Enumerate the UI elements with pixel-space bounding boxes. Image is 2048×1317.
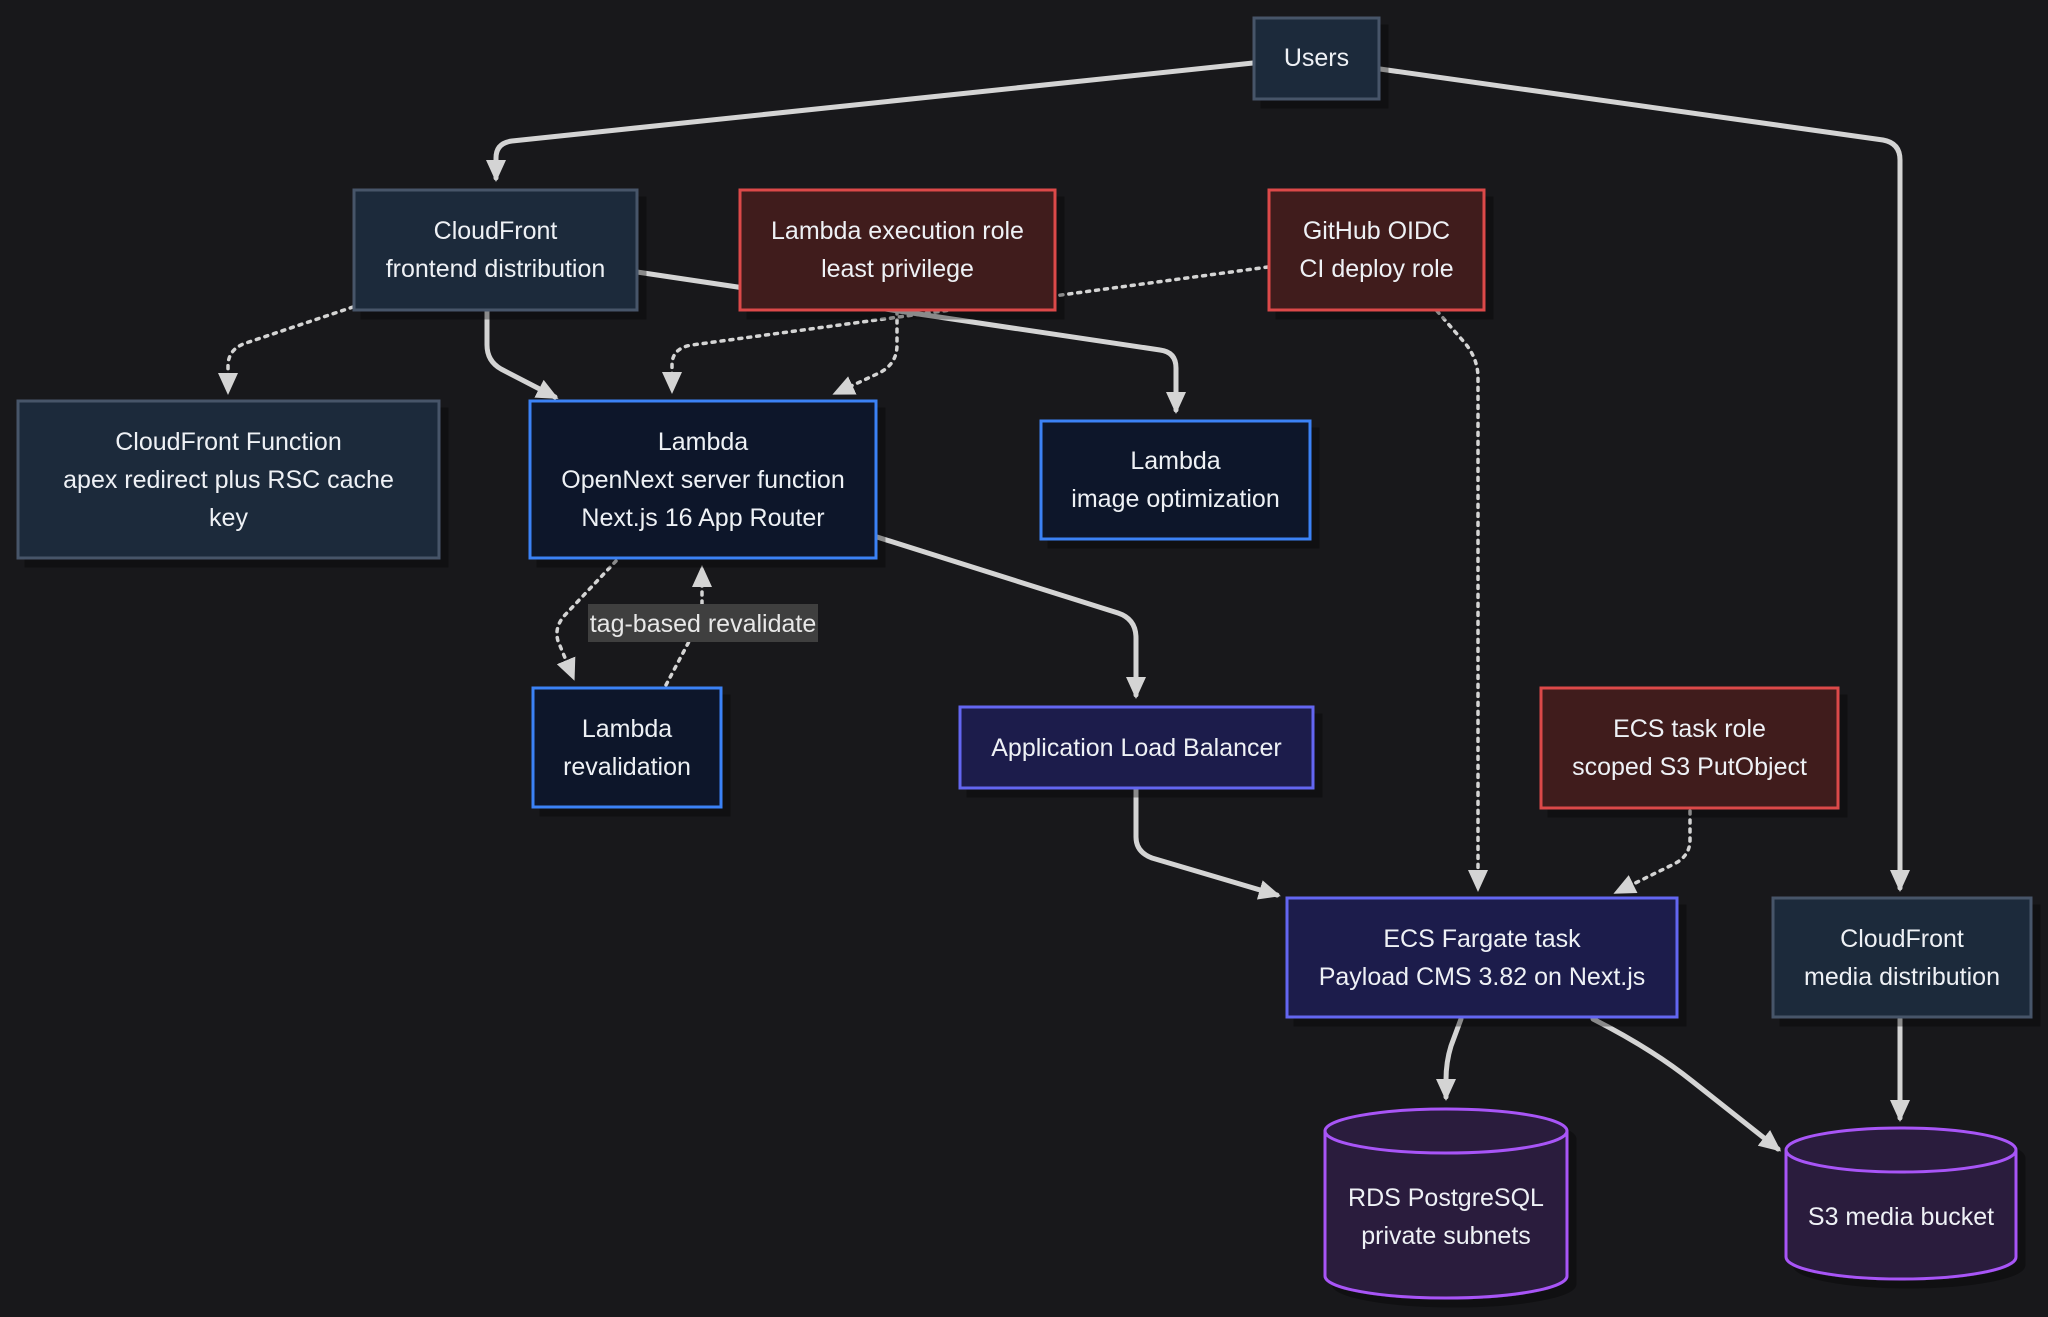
edge-users-to-cf-frontend	[486, 60, 1256, 182]
edge-ecs-task-to-s3	[1590, 1016, 1782, 1152]
node-github-oidc-line-1: GitHub OIDC	[1303, 217, 1450, 245]
edge-label-tag-based-revalidate: tag-based revalidate	[588, 604, 818, 642]
node-ecs-task-role[interactable]: ECS task role scoped S3 PutObject	[1539, 686, 1840, 810]
node-lambda-server-line-2: OpenNext server function	[561, 466, 844, 494]
edge-lambda-reval-to-lambda-server	[664, 565, 712, 687]
node-ecs-task-role-line-2: scoped S3 PutObject	[1572, 753, 1807, 781]
node-lambda-image-optimization[interactable]: Lambda image optimization	[1039, 419, 1312, 541]
edge-github-oidc-to-lambda-server	[662, 265, 1270, 394]
node-lambda-server-line-3: Next.js 16 App Router	[581, 504, 824, 532]
node-lambda-image-line-1: Lambda	[1130, 447, 1220, 475]
node-cloudfront-function[interactable]: CloudFront Function apex redirect plus R…	[16, 399, 441, 560]
node-cloudfront-function-line-1: CloudFront Function	[115, 428, 342, 456]
node-cloudfront-function-line-2: apex redirect plus RSC cache	[63, 466, 394, 494]
node-rds-line-1: RDS PostgreSQL	[1348, 1184, 1544, 1212]
edge-alb-to-ecs-task	[1133, 786, 1281, 900]
edge-label-text: tag-based revalidate	[590, 610, 817, 638]
edge-lambda-server-to-lambda-reval	[555, 559, 618, 681]
nodes: Users CloudFront frontend distribution L…	[16, 16, 2033, 1300]
edge-users-to-cf-media	[1377, 66, 1910, 892]
edge-github-oidc-to-ecs-task	[1435, 309, 1488, 892]
node-users[interactable]: Users	[1252, 16, 1381, 101]
node-lambda-revalidation[interactable]: Lambda revalidation	[531, 686, 723, 809]
edge-ecs-task-to-rds	[1436, 1016, 1464, 1101]
node-cloudfront-function-line-3: key	[209, 504, 248, 532]
node-cloudfront-media[interactable]: CloudFront media distribution	[1771, 896, 2033, 1019]
node-s3-label: S3 media bucket	[1808, 1203, 1994, 1231]
node-cloudfront-media-line-2: media distribution	[1804, 963, 2000, 991]
node-lambda-execution-role[interactable]: Lambda execution role least privilege	[738, 188, 1057, 312]
node-lambda-image-line-2: image optimization	[1071, 485, 1279, 513]
node-cloudfront-frontend[interactable]: CloudFront frontend distribution	[352, 188, 639, 312]
node-lambda-server-line-1: Lambda	[658, 428, 748, 456]
node-cloudfront-media-line-1: CloudFront	[1840, 925, 1964, 953]
node-lambda-execution-role-line-2: least privilege	[821, 255, 974, 283]
node-ecs-task-role-line-1: ECS task role	[1613, 715, 1766, 743]
node-lambda-revalidation-line-1: Lambda	[582, 715, 672, 743]
node-ecs-fargate-line-1: ECS Fargate task	[1383, 925, 1581, 953]
node-github-oidc-line-2: CI deploy role	[1299, 255, 1453, 283]
node-github-oidc[interactable]: GitHub OIDC CI deploy role	[1267, 188, 1486, 312]
node-ecs-fargate-task[interactable]: ECS Fargate task Payload CMS 3.82 on Nex…	[1285, 896, 1679, 1019]
node-lambda-revalidation-line-2: revalidation	[563, 753, 691, 781]
edge-cf-frontend-to-cf-function	[218, 305, 355, 395]
node-application-load-balancer[interactable]: Application Load Balancer	[958, 705, 1315, 790]
node-users-label: Users	[1284, 44, 1349, 72]
node-lambda-execution-role-line-1: Lambda execution role	[771, 217, 1024, 245]
node-lambda-server-function[interactable]: Lambda OpenNext server function Next.js …	[528, 399, 878, 560]
node-alb-label: Application Load Balancer	[991, 734, 1281, 762]
edge-cf-frontend-to-lambda-server	[484, 308, 559, 400]
edge-lambda-role-to-lambda-server	[832, 309, 899, 395]
node-rds-line-2: private subnets	[1361, 1222, 1531, 1250]
edge-lambda-server-to-alb	[874, 534, 1146, 699]
edge-cf-frontend-to-lambda-image	[634, 269, 1186, 414]
node-rds-postgresql[interactable]: RDS PostgreSQL private subnets	[1323, 1107, 1569, 1300]
node-cloudfront-frontend-line-1: CloudFront	[434, 217, 558, 245]
node-ecs-fargate-line-2: Payload CMS 3.82 on Next.js	[1319, 963, 1646, 991]
node-cloudfront-frontend-line-2: frontend distribution	[386, 255, 606, 283]
node-s3-media-bucket[interactable]: S3 media bucket	[1784, 1126, 2018, 1281]
edge-ecs-role-to-ecs-task	[1613, 809, 1692, 894]
edges	[218, 60, 1910, 1152]
